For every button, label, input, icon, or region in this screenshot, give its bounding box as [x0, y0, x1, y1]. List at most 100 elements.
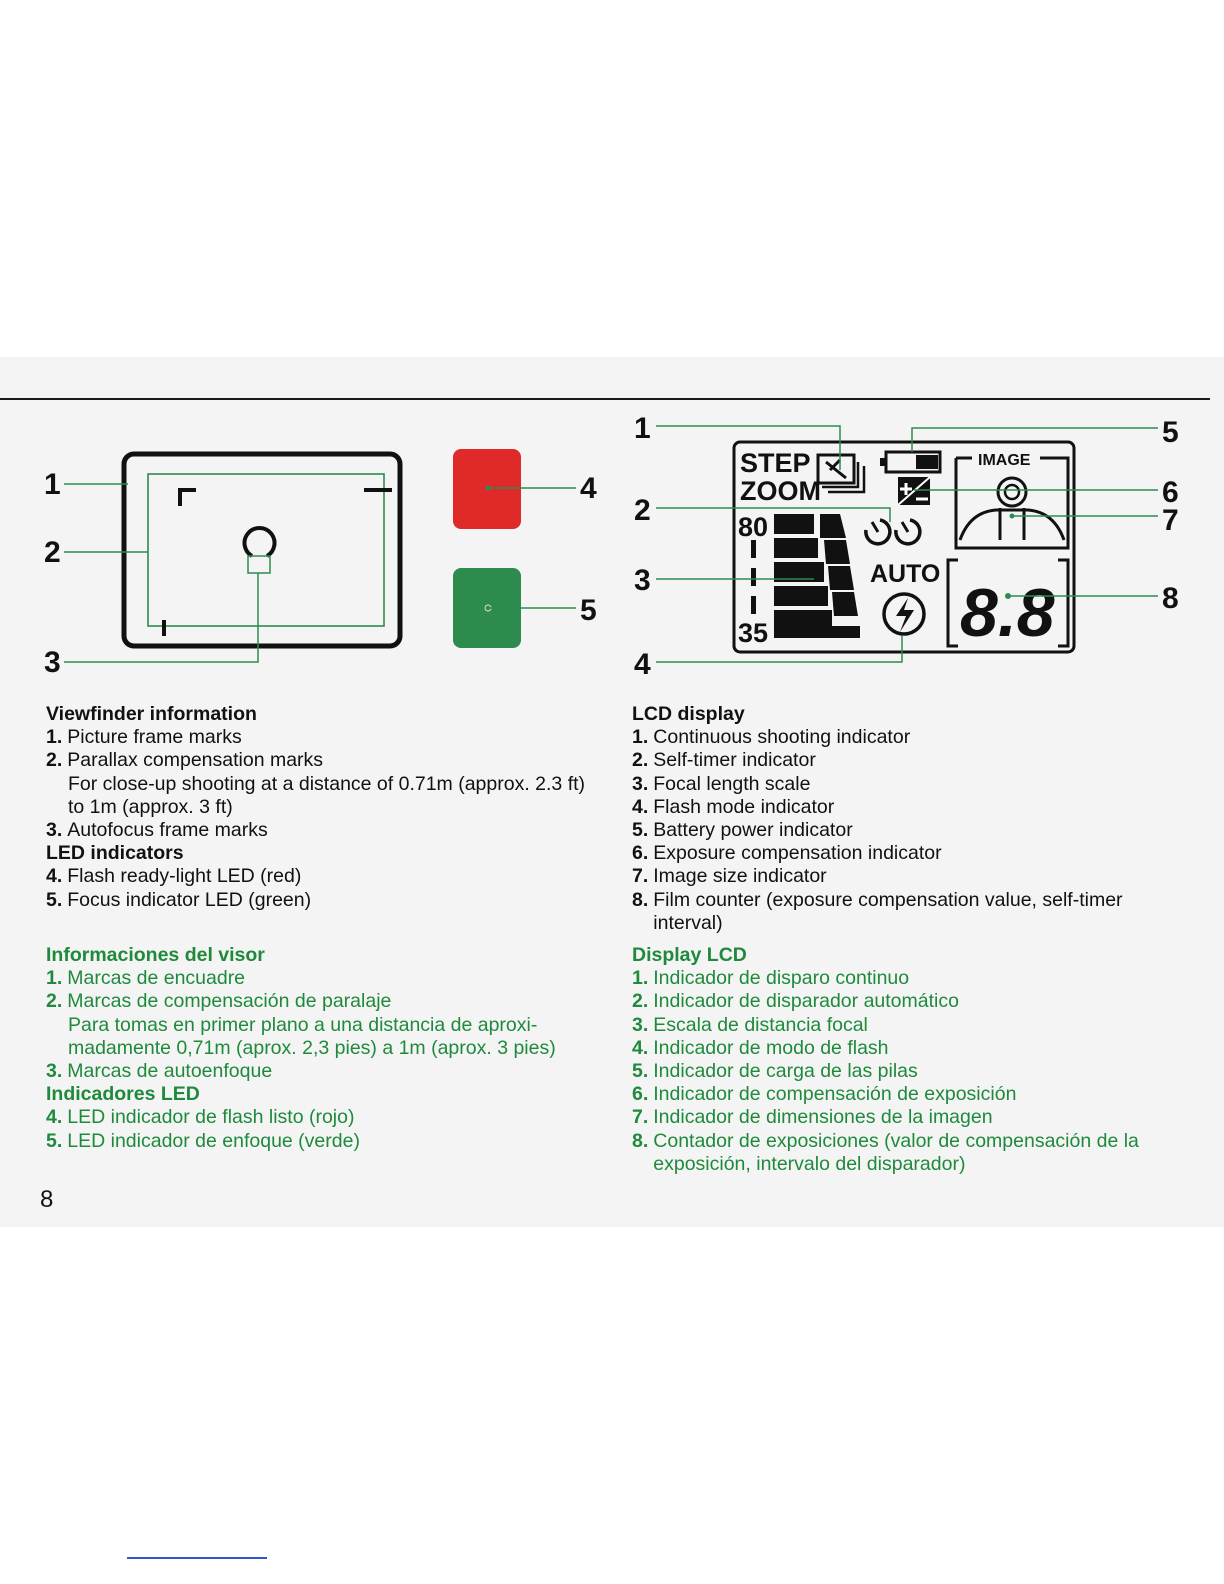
list-item: 8.Contador de exposiciones (valor de com… [632, 1130, 1192, 1176]
viewfinder-diagram: 1 2 3 [44, 451, 403, 679]
vf-callout-1: 1 [44, 468, 61, 501]
list-item: 2.Marcas de compensación de paralaje [46, 990, 606, 1013]
item-text: LED indicador de flash listo (rojo) [67, 1106, 355, 1129]
item-number: 4. [632, 795, 649, 818]
item-text: Escala de distancia focal [653, 1013, 868, 1036]
item-number: 2. [632, 990, 649, 1013]
lcd-zoom-label: ZOOM [740, 476, 821, 506]
list-item: 3.Focal length scale [632, 773, 1192, 796]
frame-mark-top-left [178, 488, 196, 506]
lcd-callout-7: 7 [1162, 504, 1179, 537]
list-item: 4.LED indicador de flash listo (rojo) [46, 1106, 606, 1129]
parallax-frame [147, 473, 385, 627]
focal-length-scale: 80 35 [738, 512, 860, 648]
visor-heading: Informaciones del visor [46, 944, 265, 966]
leader-lcd-7-dot [1009, 513, 1015, 519]
list-item: 6.Exposure compensation indicator [632, 842, 1192, 865]
display-heading-es: Display LCD [632, 944, 747, 966]
item-number: 5. [632, 1060, 649, 1083]
exposure-compensation-icon [897, 476, 931, 506]
autofocus-frame-mark [242, 526, 277, 558]
list-item: 2.Indicador de disparador automático [632, 990, 1192, 1013]
lcd-callout-1: 1 [634, 412, 651, 445]
lcd-callout-4: 4 [634, 648, 651, 681]
bottom-link-underline [127, 1557, 267, 1559]
lcd-callout-2: 2 [634, 494, 651, 527]
item-number: 1. [46, 726, 63, 749]
item-text: Marcas de encuadre [67, 967, 246, 990]
viewfinder-heading: Viewfinder information [46, 703, 257, 725]
lcd-diagram: STEP ZOOM IMAGE [634, 412, 1179, 681]
item-number: 2. [46, 749, 63, 772]
item-number: 1. [46, 967, 63, 990]
item-text: Indicador de modo de flash [653, 1036, 889, 1059]
item-number: 7. [632, 865, 649, 888]
leader-lcd-1 [656, 425, 841, 470]
item-text: Indicador de dimensiones de la imagen [653, 1106, 993, 1129]
list-item: 3.Marcas de autoenfoque [46, 1060, 606, 1083]
list-item: 3.Autofocus frame marks [46, 819, 606, 842]
list-item: 8.Film counter (exposure compensation va… [632, 889, 1192, 935]
film-counter: 8.8 [946, 558, 1070, 651]
item-text: Autofocus frame marks [67, 819, 268, 842]
lcd-callout-8: 8 [1162, 582, 1179, 615]
item-number: 2. [46, 990, 63, 1013]
item-number: 3. [632, 772, 649, 795]
list-item: 7.Image size indicator [632, 865, 1192, 888]
list-item-note: For close-up shooting at a distance of 0… [46, 773, 606, 819]
figures: 1 2 3 4 5 STEP ZOOM [44, 412, 1179, 681]
lcd-auto-label: AUTO [870, 560, 940, 588]
item-text: Indicador de carga de las pilas [653, 1060, 918, 1083]
item-text: Indicador de disparo continuo [653, 967, 910, 990]
lcd-counter-value: 8.8 [960, 575, 1055, 651]
item-text: For close-up shooting at a distance of 0… [68, 772, 586, 818]
led-callout-4: 4 [580, 472, 597, 505]
list-item: 1.Continuous shooting indicator [632, 726, 1192, 749]
list-item: 1.Marcas de encuadre [46, 967, 606, 990]
item-number: 5. [632, 819, 649, 842]
continuous-shooting-icon [816, 453, 866, 494]
item-text: Parallax compensation marks [67, 749, 324, 772]
list-item: 4.Flash mode indicator [632, 796, 1192, 819]
page-number: 8 [40, 1186, 54, 1213]
item-text: Flash ready-light LED (red) [67, 865, 302, 888]
image-size-indicator: IMAGE [954, 452, 1070, 550]
list-item: 1.Picture frame marks [46, 726, 606, 749]
top-rule [0, 398, 1210, 400]
viewfinder-frame [121, 451, 403, 649]
lcd-step-label: STEP [740, 448, 811, 478]
autofocus-box [247, 555, 271, 574]
item-number: 1. [632, 967, 649, 990]
list-item: 4.Indicador de modo de flash [632, 1037, 1192, 1060]
list-item: 4.Flash ready-light LED (red) [46, 865, 606, 888]
item-text: Continuous shooting indicator [653, 726, 911, 749]
item-text: Image size indicator [653, 865, 827, 888]
list-item: 7.Indicador de dimensiones de la imagen [632, 1106, 1192, 1129]
list-item: 5.LED indicador de enfoque (verde) [46, 1130, 606, 1153]
list-item: 5.Indicador de carga de las pilas [632, 1060, 1192, 1083]
lcd-info-spanish: Display LCD 1.Indicador de disparo conti… [632, 944, 1192, 1176]
item-text: Self-timer indicator [653, 749, 816, 772]
item-text: Flash mode indicator [653, 795, 835, 818]
led-callout-5: 5 [580, 594, 597, 627]
list-item: 6.Indicador de compensación de exposició… [632, 1083, 1192, 1106]
leader-lcd-4 [656, 636, 903, 663]
viewfinder-info-spanish: Informaciones del visor 1.Marcas de encu… [46, 944, 606, 1153]
item-text: Focus indicator LED (green) [67, 888, 312, 911]
viewfinder-info-english: Viewfinder information 1.Picture frame m… [46, 703, 606, 912]
item-number: 6. [632, 842, 649, 865]
item-number: 3. [632, 1013, 649, 1036]
led-heading-es: Indicadores LED [46, 1083, 200, 1106]
item-text: Picture frame marks [67, 726, 242, 749]
item-text: Focal length scale [653, 772, 811, 795]
item-text: Film counter (exposure compensation valu… [653, 888, 1123, 934]
item-number: 5. [46, 1129, 63, 1152]
lcd-image-label: IMAGE [978, 452, 1031, 469]
self-timer-icon [864, 518, 922, 546]
item-number: 8. [632, 888, 649, 911]
item-number: 2. [632, 749, 649, 772]
leader-lcd-5 [911, 427, 1158, 452]
vf-callout-3: 3 [44, 646, 61, 679]
item-text: Indicador de compensación de exposición [653, 1083, 1017, 1106]
lcd-info-english: LCD display 1.Continuous shooting indica… [632, 703, 1192, 935]
